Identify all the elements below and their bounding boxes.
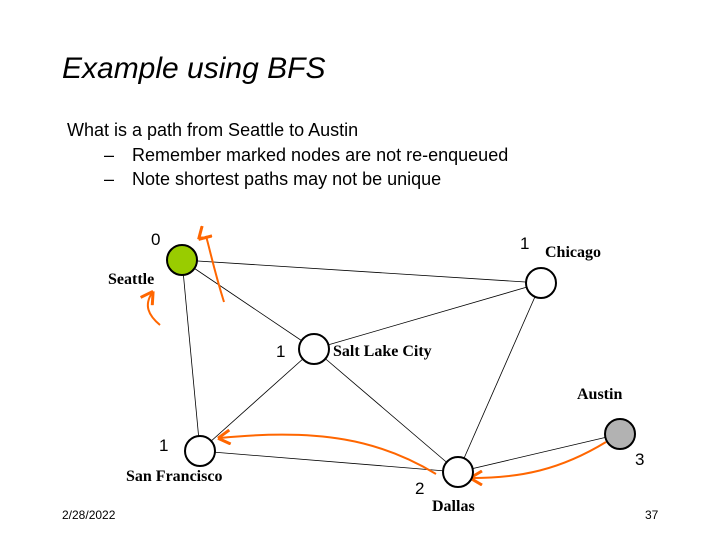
sub-bullet-text: Remember marked nodes are not re-enqueue… [132,145,509,165]
label-sf: San Francisco [126,468,222,485]
distance-sf: 1 [159,436,168,455]
sub-bullet-text: Note shortest paths may not be unique [132,169,442,189]
slide-number: 37 [645,508,659,522]
node-sf [184,435,216,467]
label-austin: Austin [577,386,622,403]
edge-seattle-sf [181,259,201,452]
label-chicago: Chicago [545,244,601,261]
distance-seattle: 0 [151,230,160,249]
edge-seattle-chicago [181,259,542,284]
dash: – [104,169,115,189]
nodes [166,244,636,488]
sub-bullet-1: –Remember marked nodes are not re-enqueu… [104,145,508,166]
orange-annotations [148,236,607,478]
edge-sf-dallas [199,450,459,473]
dash: – [104,145,115,165]
edge-chicago-dallas [457,282,542,473]
distance-chicago: 1 [520,234,529,253]
node-dallas [442,456,474,488]
label-slc: Salt Lake City [333,343,432,360]
edge-slc-dallas [313,348,459,473]
label-dallas: Dallas [432,498,475,515]
edge-dallas-austin [457,433,621,473]
slide-title: Example using BFS [62,52,326,85]
distance-dallas: 2 [415,479,424,498]
arrow-dallas-to-sf [220,435,437,475]
edge-slc-chicago [313,282,542,350]
label-seattle: Seattle [108,271,154,288]
node-slc [298,333,330,365]
node-seattle [166,244,198,276]
sub-bullet-2: –Note shortest paths may not be unique [104,169,441,190]
distance-austin: 3 [635,450,644,469]
distance-slc: 1 [276,342,285,361]
arrow-curl-near-seattle [148,293,161,326]
node-chicago [525,267,557,299]
node-austin [604,418,636,450]
arrow-austin-to-dallas [472,441,607,478]
arrow-stroke-near-seattle [200,236,225,303]
bullet-question: What is a path from Seattle to Austin [67,120,359,140]
slide-date: 2/28/2022 [62,508,116,522]
edge-seattle-slc [181,259,315,350]
